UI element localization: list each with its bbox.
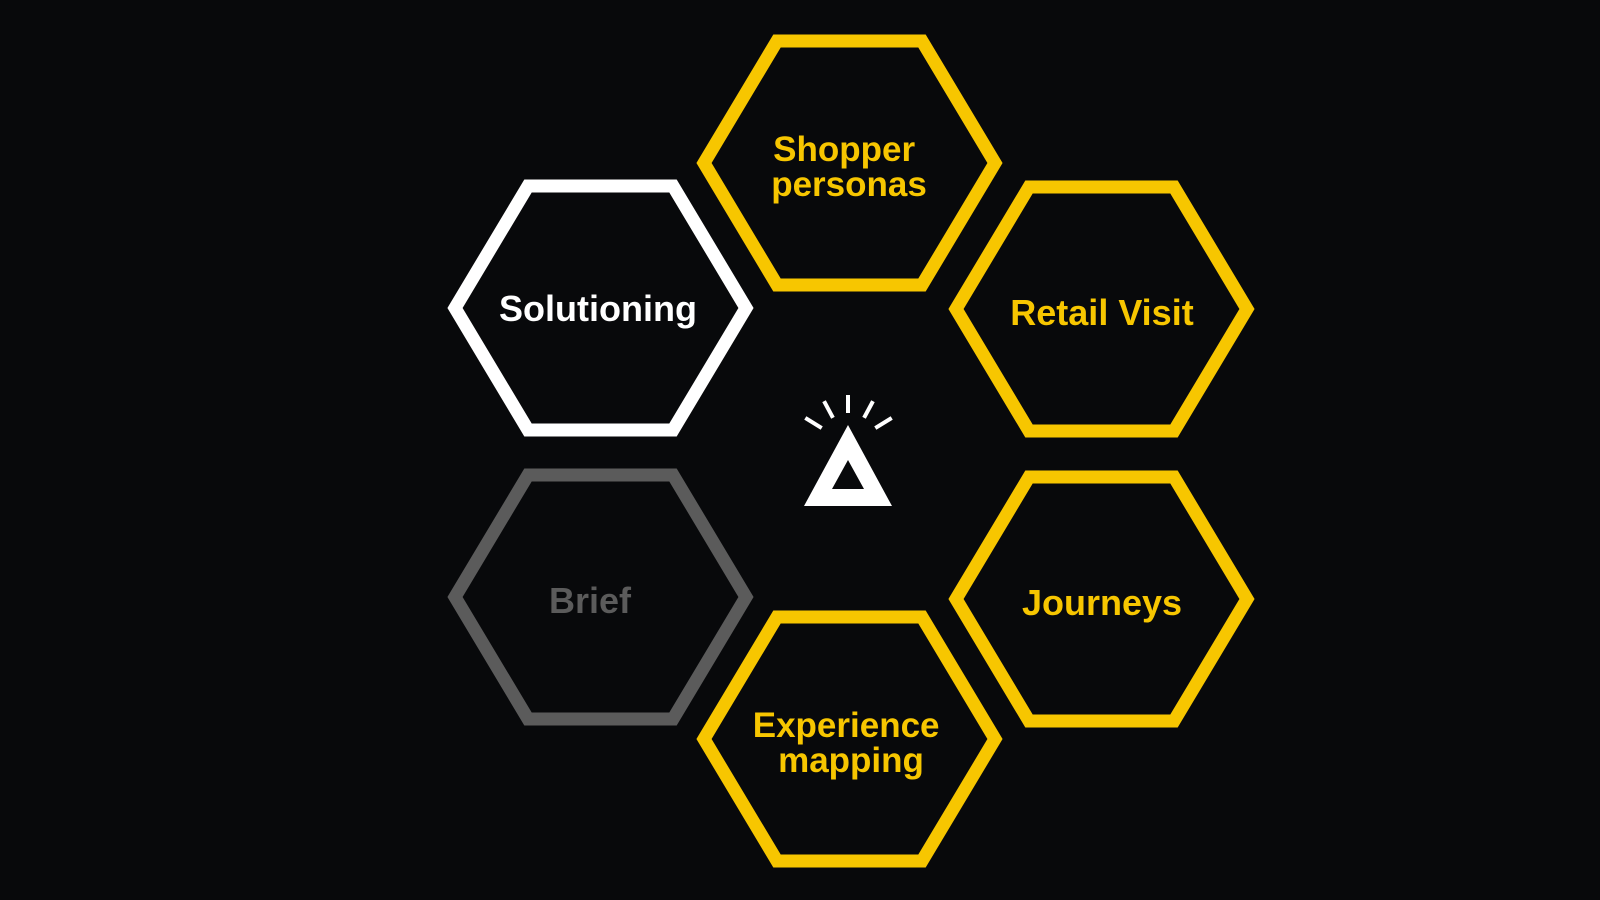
hex-label-line: Brief — [549, 580, 632, 621]
hex-label-line: personas — [771, 165, 927, 204]
hex-shape — [447, 468, 754, 726]
hex-label-line: Journeys — [1022, 582, 1182, 623]
hex-shape — [948, 470, 1255, 728]
hex-label-shopper-personas: Shopper personas — [771, 130, 927, 204]
hex-node-retail-visit: Retail Visit — [948, 180, 1255, 438]
hex-label-brief: Brief — [549, 580, 632, 621]
hex-label-line: Shopper — [773, 130, 915, 169]
alert-triangle-logo-icon — [804, 395, 893, 506]
hex-label-experience-mapping: Experience mapping — [753, 706, 950, 780]
triangle-icon — [804, 425, 892, 506]
hex-node-shopper-personas: Shopper personas — [696, 34, 1003, 292]
hex-shape — [696, 610, 1003, 868]
hex-node-journeys: Journeys — [948, 470, 1255, 728]
rays-icon — [804, 395, 893, 430]
hex-label-line: Experience — [753, 706, 940, 745]
hex-shape — [696, 34, 1003, 292]
hex-shape — [948, 180, 1255, 438]
hex-label-line: mapping — [778, 741, 924, 780]
hex-node-experience-mapping: Experience mapping — [696, 610, 1003, 868]
hex-label-journeys: Journeys — [1022, 582, 1182, 623]
hex-label-retail-visit: Retail Visit — [1010, 292, 1193, 333]
hex-label-line: Solutioning — [499, 288, 697, 329]
hex-node-brief: Brief — [447, 468, 754, 726]
hex-label-solutioning: Solutioning — [499, 288, 697, 329]
hex-node-solutioning: Solutioning — [447, 179, 754, 437]
hex-label-line: Retail Visit — [1010, 292, 1193, 333]
hex-shape — [447, 179, 754, 437]
